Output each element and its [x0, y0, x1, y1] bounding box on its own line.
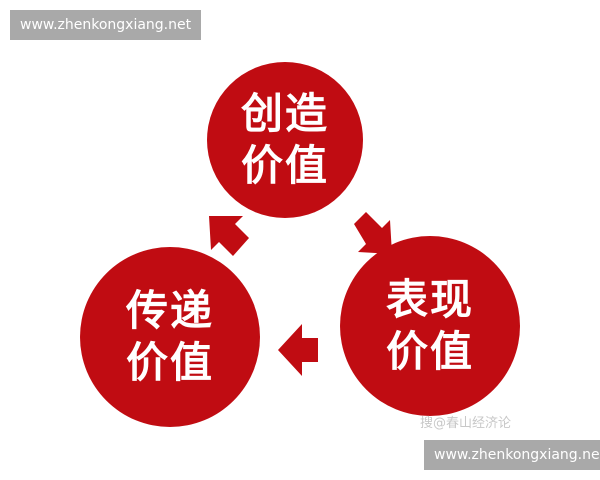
node-express-line2: 价值: [385, 327, 474, 376]
node-deliver-value: 传递 价值: [80, 247, 260, 427]
watermark-bottom-right: www.zhenkongxiang.net: [424, 440, 600, 470]
node-create-value: 创造 价值: [207, 62, 363, 218]
arrow-up-right-icon: [209, 216, 249, 256]
node-create-line1: 创造: [240, 89, 329, 138]
node-create-line2: 价值: [240, 141, 329, 190]
watermark-top-left: www.zhenkongxiang.net: [10, 10, 202, 40]
node-deliver-line2: 价值: [125, 338, 214, 387]
arrow-down-right-icon: [354, 212, 392, 254]
node-deliver-line1: 传递: [125, 286, 214, 335]
arrow-left-icon: [278, 324, 318, 376]
node-express-line1: 表现: [385, 275, 474, 324]
source-credit: 搜@春山经济论: [420, 416, 512, 431]
node-express-value: 表现 价值: [340, 236, 520, 416]
